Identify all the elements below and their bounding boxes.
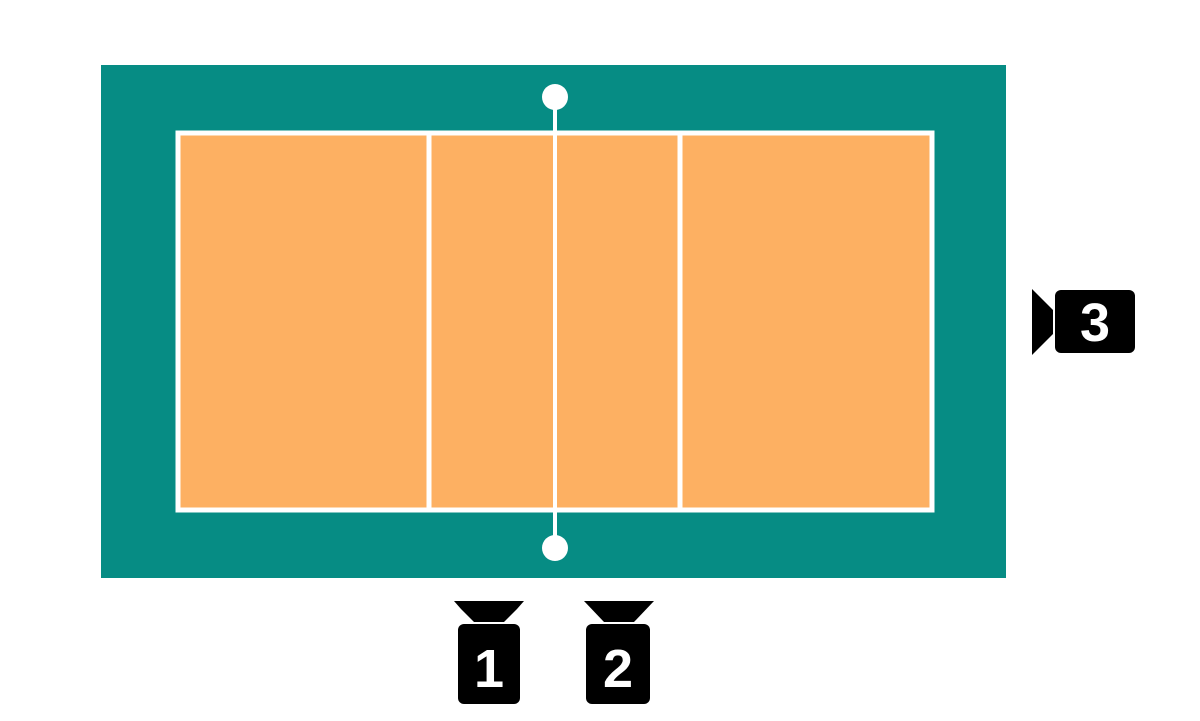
camera-icon [454,601,524,622]
camera-3: 3 [1032,289,1135,355]
camera-1: 1 [454,601,524,704]
camera-label: 2 [603,639,633,699]
camera-label: 1 [474,639,504,699]
camera-icon [1055,290,1135,353]
camera-label: 3 [1080,293,1110,353]
camera-icon [584,601,654,622]
net-post-top [542,84,568,110]
camera-icon [458,624,520,704]
camera-icon [1032,289,1053,355]
camera-2: 2 [584,601,654,704]
camera-icon [586,624,650,704]
net-post-bottom [542,535,568,561]
